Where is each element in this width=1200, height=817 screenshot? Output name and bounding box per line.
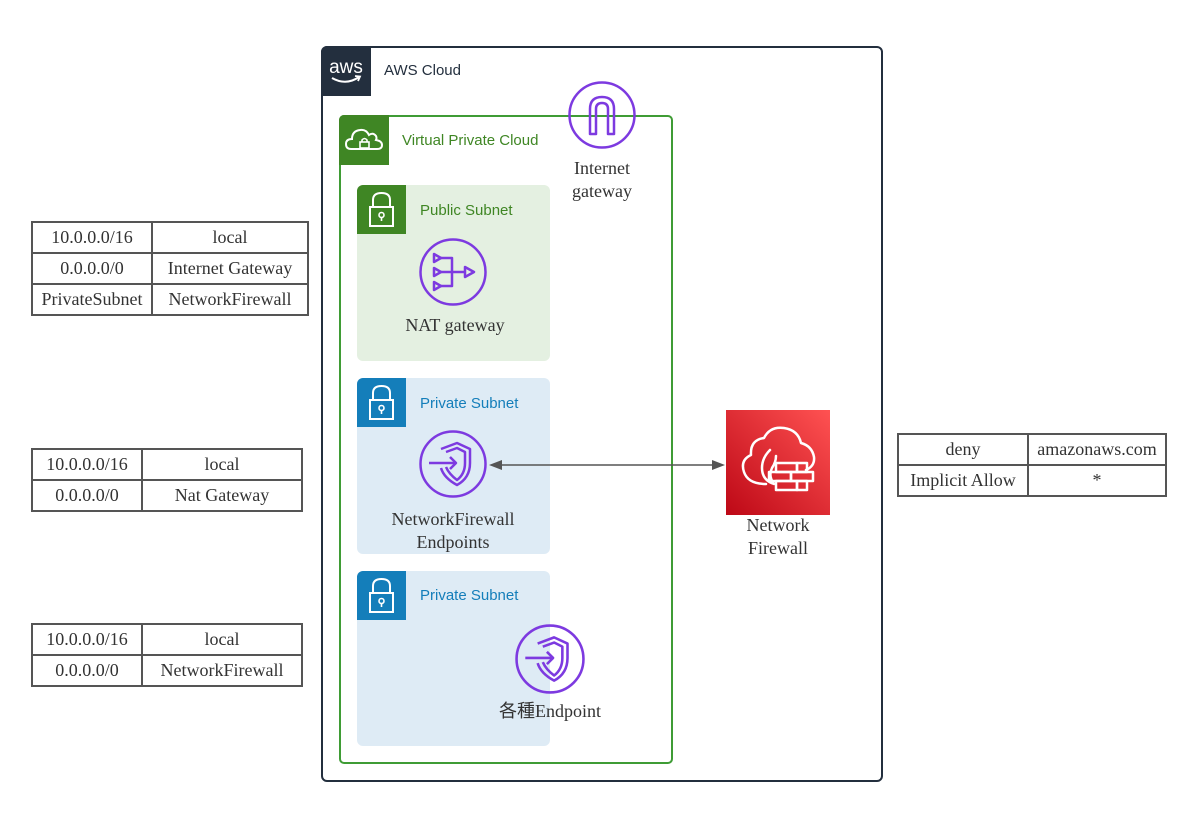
nat-gateway-label: NAT gateway <box>405 315 505 335</box>
domain-cell: * <box>1027 464 1167 497</box>
nfw-label-line2: Firewall <box>748 538 808 558</box>
table-row: deny amazonaws.com <box>897 433 1167 466</box>
destination-cell: 10.0.0.0/16 <box>31 221 153 254</box>
svg-text:aws: aws <box>329 57 363 78</box>
destination-cell: 0.0.0.0/0 <box>31 479 143 512</box>
target-cell: local <box>151 221 309 254</box>
internet-gateway-label-line2: gateway <box>572 181 632 201</box>
table-row: 10.0.0.0/16 local <box>31 623 303 656</box>
vpc-group <box>339 115 673 764</box>
nfe-label-line2: Endpoints <box>416 532 490 552</box>
destination-cell: 10.0.0.0/16 <box>31 448 143 481</box>
network-firewall-icon <box>726 410 830 515</box>
internet-gateway-label: Internet gateway <box>552 157 652 203</box>
table-row: 0.0.0.0/0 Nat Gateway <box>31 479 303 512</box>
nat-gateway-icon <box>419 238 487 306</box>
destination-cell: 0.0.0.0/0 <box>31 252 153 285</box>
target-cell: local <box>141 623 303 656</box>
action-cell: deny <box>897 433 1029 466</box>
target-cell: Nat Gateway <box>141 479 303 512</box>
lock-icon <box>357 185 406 234</box>
internet-gateway-icon <box>568 81 636 149</box>
vpc-title: Virtual Private Cloud <box>402 132 539 149</box>
cloud-lock-icon <box>339 115 389 165</box>
table-row: PrivateSubnet NetworkFirewall <box>31 283 309 316</box>
internet-gateway-label-line1: Internet <box>574 158 630 178</box>
vpc-endpoint-icon <box>515 624 585 694</box>
network-firewall-label: Network Firewall <box>716 514 840 560</box>
action-cell: Implicit Allow <box>897 464 1029 497</box>
lock-icon <box>357 571 406 620</box>
table-row: Implicit Allow * <box>897 464 1167 497</box>
table-row: 10.0.0.0/16 local <box>31 221 309 254</box>
target-cell: NetworkFirewall <box>141 654 303 687</box>
public-route-table: 10.0.0.0/16 local 0.0.0.0/0 Internet Gat… <box>31 221 309 316</box>
nfw-label-line1: Network <box>746 515 810 535</box>
private-subnet-title: Private Subnet <box>420 587 519 604</box>
target-cell: local <box>141 448 303 481</box>
destination-cell: PrivateSubnet <box>31 283 153 316</box>
public-subnet-title: Public Subnet <box>420 202 513 219</box>
private-subnet-title: Private Subnet <box>420 395 519 412</box>
network-firewall-endpoints-label: NetworkFirewall Endpoints <box>368 508 538 554</box>
network-firewall-endpoint-icon <box>419 430 487 498</box>
nfe-label-line1: NetworkFirewall <box>391 509 515 529</box>
target-cell: NetworkFirewall <box>151 283 309 316</box>
destination-cell: 0.0.0.0/0 <box>31 654 143 687</box>
target-cell: Internet Gateway <box>151 252 309 285</box>
table-row: 10.0.0.0/16 local <box>31 448 303 481</box>
table-row: 0.0.0.0/0 Internet Gateway <box>31 252 309 285</box>
private-endpoint-route-table: 10.0.0.0/16 local 0.0.0.0/0 NetworkFirew… <box>31 623 303 687</box>
endpoints-label: 各種Endpoint <box>499 701 601 721</box>
table-row: 0.0.0.0/0 NetworkFirewall <box>31 654 303 687</box>
domain-cell: amazonaws.com <box>1027 433 1167 466</box>
private-firewall-route-table: 10.0.0.0/16 local 0.0.0.0/0 Nat Gateway <box>31 448 303 512</box>
firewall-rules-table: deny amazonaws.com Implicit Allow * <box>897 433 1167 497</box>
destination-cell: 10.0.0.0/16 <box>31 623 143 656</box>
lock-icon <box>357 378 406 427</box>
aws-logo-icon: aws <box>321 46 371 96</box>
aws-cloud-title: AWS Cloud <box>384 62 461 79</box>
